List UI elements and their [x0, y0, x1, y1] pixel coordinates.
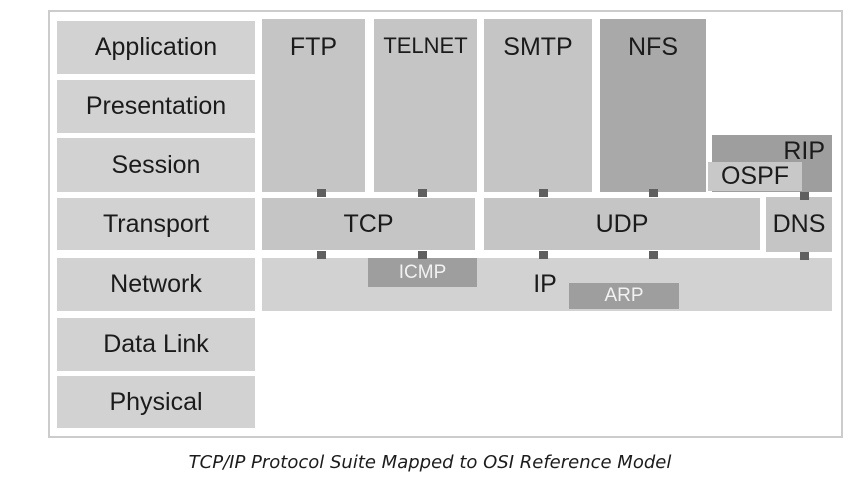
dns-box: DNS: [766, 197, 832, 252]
osi-layer-session: Session: [57, 138, 255, 192]
connector-ftp-tcp: [317, 189, 326, 197]
ftp-box: FTP: [262, 19, 365, 192]
connector-telnet-tcp: [418, 189, 427, 197]
icmp-box: ICMP: [368, 258, 477, 287]
connector-nfs-udp: [649, 189, 658, 197]
osi-layer-network: Network: [57, 258, 255, 311]
osi-layer-transport: Transport: [57, 198, 255, 250]
osi-layer-data-link: Data Link: [57, 318, 255, 371]
telnet-box: TELNET: [374, 19, 477, 192]
connector-udp-ip-right: [649, 251, 658, 259]
nfs-box: NFS: [600, 19, 706, 192]
connector-tcp-ip-right: [418, 251, 427, 259]
figure-caption: TCP/IP Protocol Suite Mapped to OSI Refe…: [188, 452, 672, 473]
connector-udp-ip-left: [539, 251, 548, 259]
udp-box: UDP: [484, 198, 760, 250]
osi-layer-presentation: Presentation: [57, 80, 255, 133]
ip-bar: [262, 258, 832, 311]
ospf-box: OSPF: [708, 162, 802, 191]
smtp-box: SMTP: [484, 19, 592, 192]
osi-layer-physical: Physical: [57, 376, 255, 428]
ip-label: IP: [533, 270, 557, 298]
osi-layer-application: Application: [57, 21, 255, 74]
connector-tcp-ip-left: [317, 251, 326, 259]
tcp-box: TCP: [262, 198, 475, 250]
connector-rip-dns: [800, 192, 809, 200]
arp-box: ARP: [569, 283, 679, 309]
connector-smtp-udp: [539, 189, 548, 197]
connector-dns-ip: [800, 252, 809, 260]
